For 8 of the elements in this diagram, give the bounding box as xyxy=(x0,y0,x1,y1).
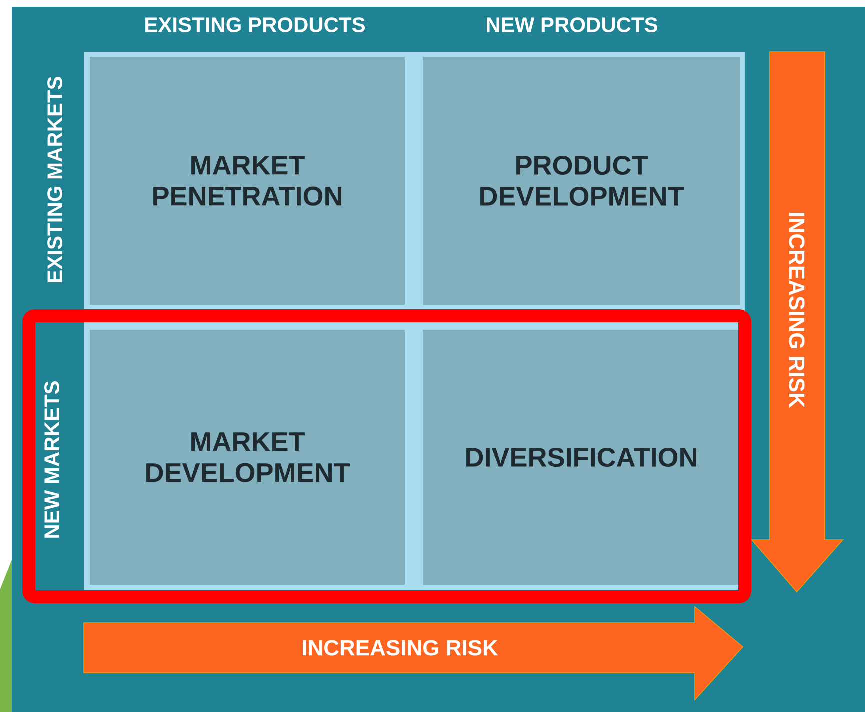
row-heading: NEW MARKETS xyxy=(44,382,60,538)
quadrant-box: DIVERSIFICATION xyxy=(423,330,740,585)
quadrant-box: MARKET DEVELOPMENT xyxy=(90,330,405,585)
quadrant-box: MARKET PENETRATION xyxy=(90,57,405,305)
quadrant-box: PRODUCT DEVELOPMENT xyxy=(423,57,740,305)
column-heading: EXISTING PRODUCTS xyxy=(146,18,366,32)
column-heading: NEW PRODUCTS xyxy=(487,18,658,32)
row-heading: EXISTING MARKETS xyxy=(48,77,62,282)
